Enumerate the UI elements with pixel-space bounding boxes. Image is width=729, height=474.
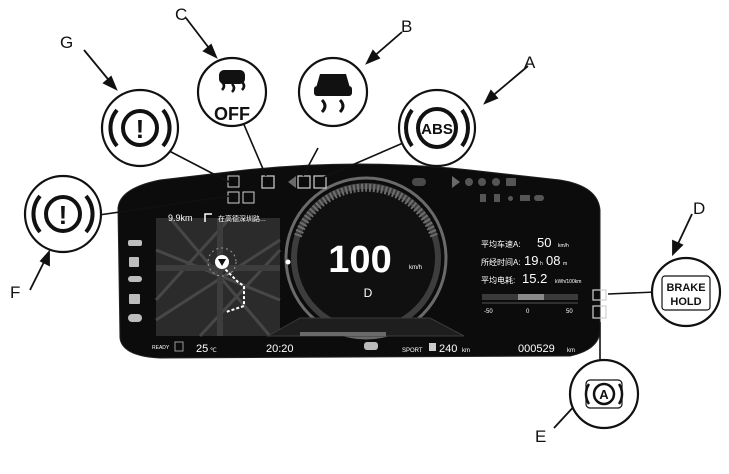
letter-arrows [29, 17, 693, 429]
off-label: OFF [214, 104, 250, 124]
range-value: 240 [439, 343, 457, 355]
drive-mode: SPORT [402, 348, 423, 354]
gear-indicator: D [364, 286, 373, 300]
leader-d [607, 291, 657, 295]
consumption-label: 平均电耗: [481, 275, 515, 285]
callout-d-icon: BRAKE HOLD [650, 256, 722, 328]
temperature-unit: ℃ [210, 348, 217, 354]
energy-scale-max: 50 [566, 309, 573, 315]
trip-time-m-unit: m [563, 261, 567, 267]
clock: 20:20 [266, 343, 294, 355]
label-f: F [10, 283, 21, 302]
trip-time-hours: 19 [524, 253, 538, 268]
auto-hold-label: A [599, 387, 609, 402]
indicator-a [313, 175, 327, 189]
lamp-icon [412, 178, 426, 186]
nav-road: 在高德深圳路... [218, 214, 266, 223]
trip-time-label: 所经时间A: [481, 257, 521, 267]
speed-unit: km/h [409, 265, 422, 271]
indicator-e [592, 305, 607, 319]
fuel-pump-icon [429, 343, 436, 351]
indicator-f [227, 191, 240, 204]
abs-label: ABS [421, 121, 453, 138]
road-progress [300, 332, 386, 336]
consumption-value: 15.2 [522, 271, 547, 286]
range-unit: km [462, 348, 470, 354]
callout-c-icon: OFF [196, 56, 268, 128]
callout-f-icon: ! [23, 174, 103, 254]
status-bar: READY 25 ℃ 20:20 SPORT 240 km 000529 km [152, 341, 575, 355]
road-graphic [266, 317, 465, 337]
turn-left-icon [288, 176, 296, 188]
energy-scale-min: -50 [484, 309, 493, 315]
speed-value: 100 [328, 239, 391, 281]
temperature-value: 25 [196, 343, 208, 355]
vehicle-icon [128, 240, 142, 246]
nav-map-panel [154, 216, 282, 338]
callout-e-icon: A [568, 358, 640, 430]
turn-arrow-icon [204, 213, 212, 222]
odometer-unit: km [567, 348, 575, 354]
hold-label: HOLD [670, 296, 701, 308]
label-d: D [693, 199, 706, 218]
label-g: G [60, 33, 74, 52]
brake-label: BRAKE [666, 282, 705, 294]
callout-b-icon [297, 56, 369, 128]
leader-f [77, 195, 231, 219]
turn-right-icon [452, 176, 460, 188]
indicator-d [592, 289, 607, 301]
label-b: B [401, 17, 413, 36]
label-c: C [175, 5, 188, 24]
leader-a [321, 139, 411, 179]
indicator-b [297, 175, 311, 189]
trip-info: 平均车速A: 50 km/h 所经时间A: 19 h 08 m 平均电耗: 15… [481, 235, 581, 286]
avg-speed-value: 50 [537, 235, 551, 250]
brake-warning-glyph: ! [136, 114, 145, 144]
speedometer [284, 176, 448, 340]
leader-b [302, 147, 319, 177]
callout-a-icon: ABS [397, 88, 477, 168]
trip-time-h-unit: h [540, 261, 543, 267]
callout-g-icon: ! [100, 88, 180, 168]
energy-bar: -50 0 50 [482, 294, 578, 315]
leader-c [241, 119, 267, 177]
ready-label: READY [152, 345, 170, 351]
avg-speed-unit: km/h [558, 243, 569, 249]
indicator-f2 [242, 191, 255, 204]
trip-time-minutes: 08 [546, 253, 560, 268]
door-icon [129, 257, 139, 267]
seat-icon [129, 294, 140, 304]
avg-speed-label: 平均车速A: [481, 239, 521, 249]
brake-warning-glyph-f: ! [59, 200, 68, 230]
light-icon [128, 276, 142, 282]
car-icon [364, 342, 378, 350]
consumption-unit: kWh/100km [555, 279, 581, 285]
indicator-c [261, 175, 275, 189]
car-side-icon [128, 314, 142, 322]
label-a: A [524, 53, 536, 72]
nav-distance: 9.9km [168, 213, 193, 223]
label-e: E [535, 427, 547, 446]
energy-scale-mid: 0 [526, 309, 530, 315]
odometer-value: 000529 [518, 343, 555, 355]
left-icon-column [128, 240, 142, 322]
battery-icon [174, 341, 184, 352]
